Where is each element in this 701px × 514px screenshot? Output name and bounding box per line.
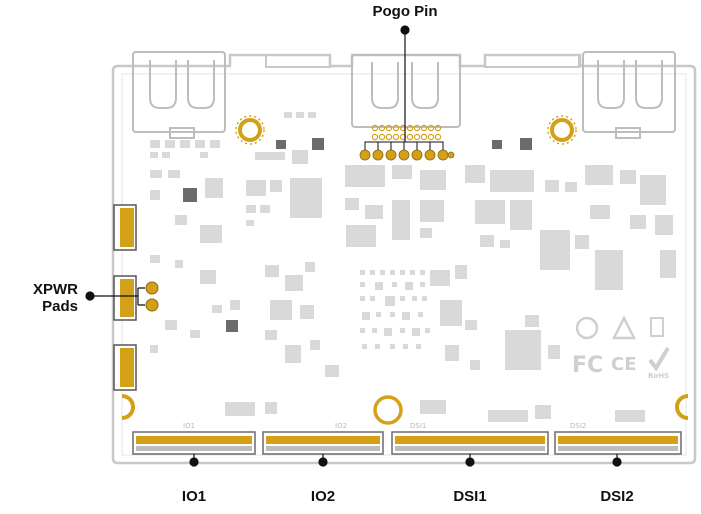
- mount-hole-top-right: [547, 115, 577, 145]
- xpwr-pad-2: [145, 298, 159, 312]
- side-connector-top: [113, 204, 137, 251]
- mount-hole-bottom-left: [121, 394, 135, 420]
- callout-lines: [85, 25, 622, 467]
- mount-hole-top-left: [235, 115, 265, 145]
- dsi1-connector: [391, 431, 549, 455]
- hdmi-port-left: [265, 54, 331, 68]
- pogo-pin-label: Pogo Pin: [372, 3, 438, 20]
- mount-hole-bottom-center: [373, 395, 403, 425]
- side-connector-bottom: [113, 344, 137, 391]
- silk-io1: IO1: [183, 422, 195, 430]
- hdmi-port-right: [484, 54, 580, 68]
- xpwr-label-line2: Pads: [42, 298, 78, 316]
- cert-rohs: RoHS: [648, 372, 669, 380]
- io2-label: IO2: [310, 488, 336, 505]
- usb-port-left: [132, 51, 226, 139]
- xpwr-pad-1: [145, 281, 159, 295]
- silk-io2: IO2: [335, 422, 347, 430]
- board-inner-outline: [121, 73, 687, 456]
- io1-connector: [132, 431, 256, 455]
- silk-dsi2: DSI2: [570, 422, 586, 430]
- cert-fcc: FC: [572, 353, 603, 378]
- dsi2-label: DSI2: [600, 488, 634, 505]
- xpwr-pads-label: XPWR Pads: [14, 281, 78, 316]
- dsi1-label: DSI1: [453, 488, 487, 505]
- dark-components: [183, 138, 532, 332]
- pogo-pin-header: [359, 124, 455, 161]
- xpwr-label-line1: XPWR: [33, 281, 78, 298]
- cert-marks: FC CE RoHS: [572, 315, 670, 380]
- io2-connector: [262, 431, 384, 455]
- mount-hole-bottom-right: [675, 394, 689, 420]
- dsi2-connector: [554, 431, 682, 455]
- cert-ce: CE: [611, 354, 637, 375]
- xpwr-connector: [113, 275, 137, 321]
- soc-bga-area: [360, 270, 430, 349]
- component-area: [150, 112, 676, 422]
- usb-port-right: [582, 51, 676, 139]
- silk-dsi1: DSI1: [410, 422, 426, 430]
- io1-label: IO1: [181, 488, 207, 505]
